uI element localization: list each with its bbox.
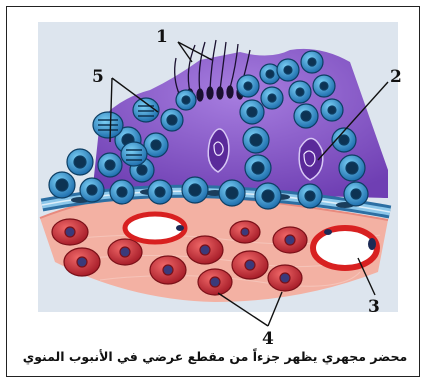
label-2: 2 [390,67,402,87]
label-1: 1 [156,27,168,47]
label-3: 3 [368,297,380,317]
label-5: 5 [92,67,104,87]
seminiferous-tubule-illustration: 1 2 3 4 5 [0,0,430,345]
figure-caption: محضر مجهري يظهر جزءاً من مقطع عرضي في ال… [10,349,420,364]
label-4: 4 [262,329,274,345]
